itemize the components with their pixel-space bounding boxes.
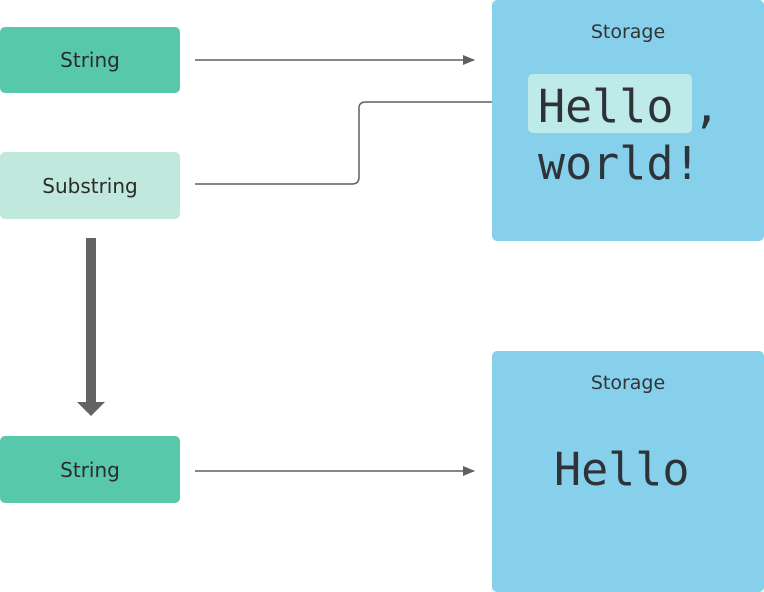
storage-top-hello: Hello [538, 80, 674, 133]
substring-to-hello-arrow [195, 97, 514, 185]
string-top-label: String [60, 48, 120, 72]
hello-highlight [528, 74, 692, 133]
conversion-arrow-shaft [86, 238, 96, 404]
string-top-box: String [0, 27, 180, 93]
storage-top-title: Storage [590, 21, 666, 43]
conversion-arrow-head [77, 402, 105, 416]
string-bottom-box: String [0, 436, 180, 503]
storage-bottom-title: Storage [590, 372, 666, 394]
string-bottom-label: String [60, 457, 120, 482]
substring-box: Substring [0, 152, 180, 219]
storage-top-world: world! [538, 137, 701, 190]
storage-top-comma: , [693, 80, 721, 133]
storage-bottom: Storage Hello [492, 351, 764, 592]
storage-bottom-text: Hello [554, 443, 690, 496]
storage-top: Storage Hello , world! [492, 0, 764, 241]
substring-label: Substring [42, 173, 138, 198]
